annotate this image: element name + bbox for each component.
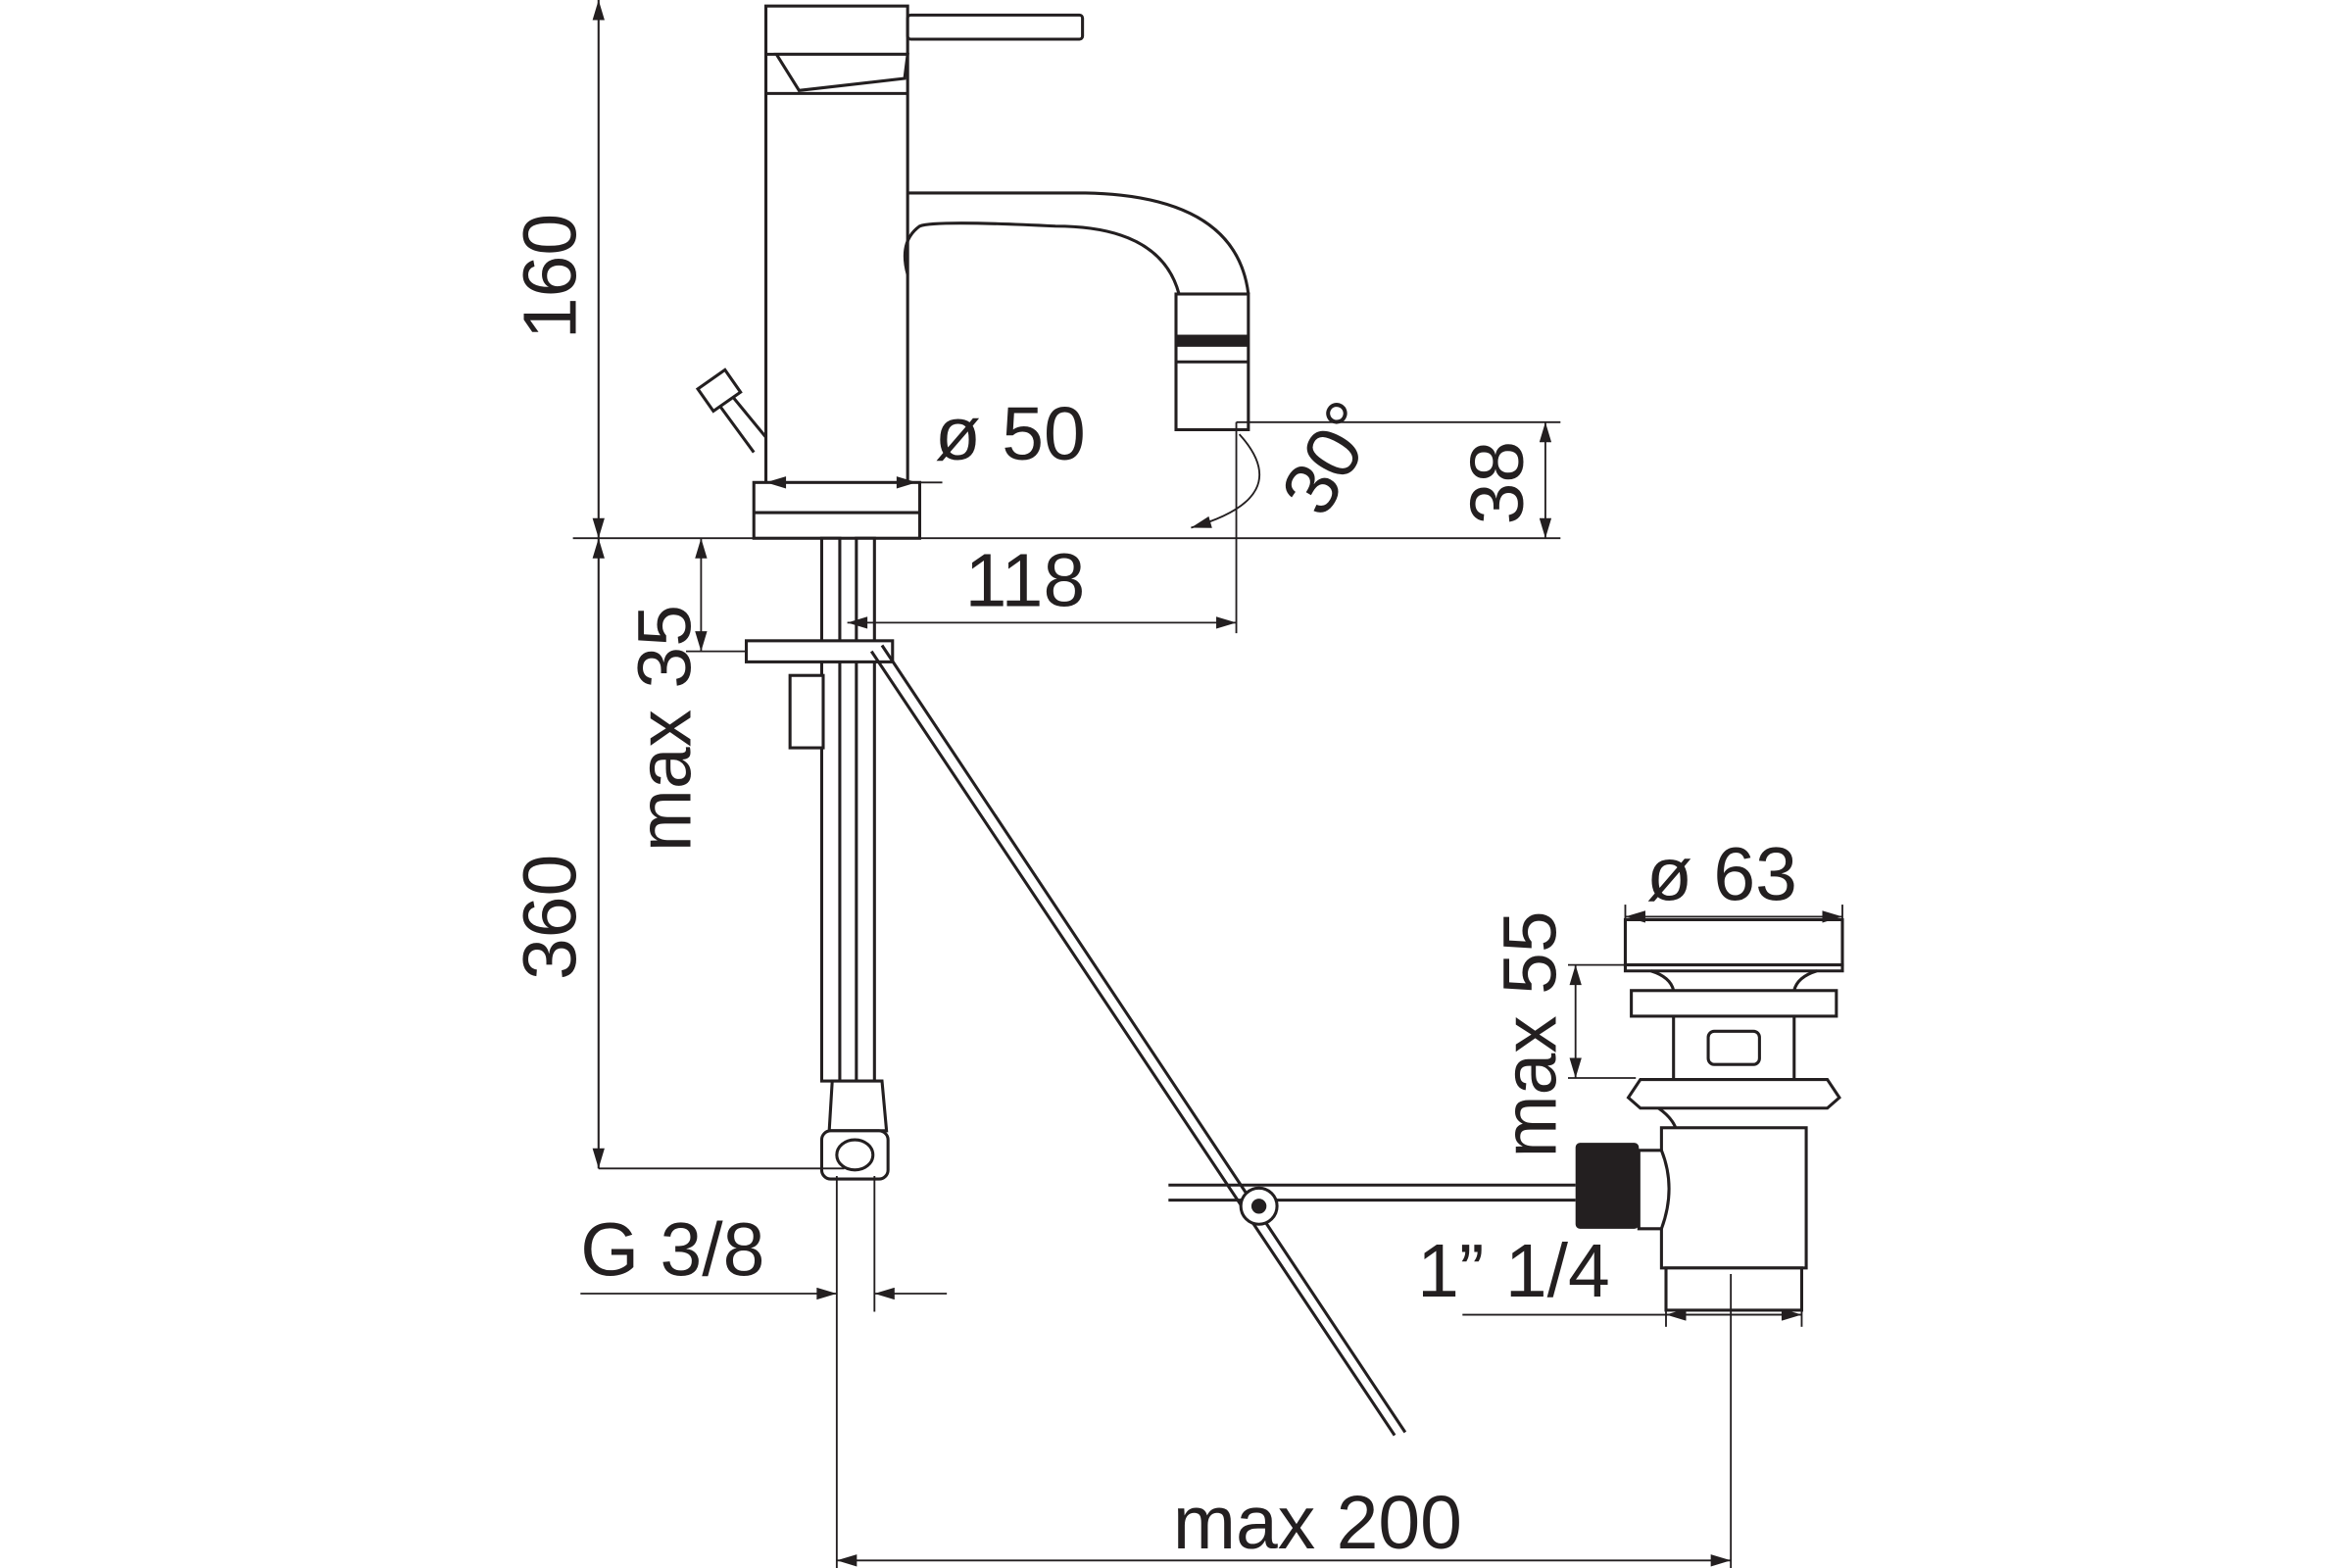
dimension-lines xyxy=(572,0,1843,1568)
supply-hoses xyxy=(745,536,895,1181)
dim-label-160: 160 xyxy=(509,214,593,339)
pop-up-knob xyxy=(695,368,767,454)
spout xyxy=(903,191,1250,431)
dim-label-diameter-50: ø 50 xyxy=(935,392,1086,476)
dim-label-angle-30: 30° xyxy=(1265,388,1396,529)
waste-drain xyxy=(1575,917,1844,1312)
dim-label-max-200: max 200 xyxy=(1173,1481,1462,1565)
dim-label-360: 360 xyxy=(509,855,593,980)
dim-label-g-3-8: G 3/8 xyxy=(580,1208,764,1293)
dim-label-38: 38 xyxy=(1455,441,1540,525)
pop-up-rod xyxy=(869,644,1576,1437)
dim-label-1-1-4: 1” 1/4 xyxy=(1417,1229,1610,1313)
dim-label-118: 118 xyxy=(965,538,1086,622)
dim-label-max-55: max 55 xyxy=(1489,910,1573,1157)
faucet-body xyxy=(752,4,1085,540)
dim-label-diameter-63: ø 63 xyxy=(1646,832,1797,916)
dim-label-max-35: max 35 xyxy=(623,605,708,852)
